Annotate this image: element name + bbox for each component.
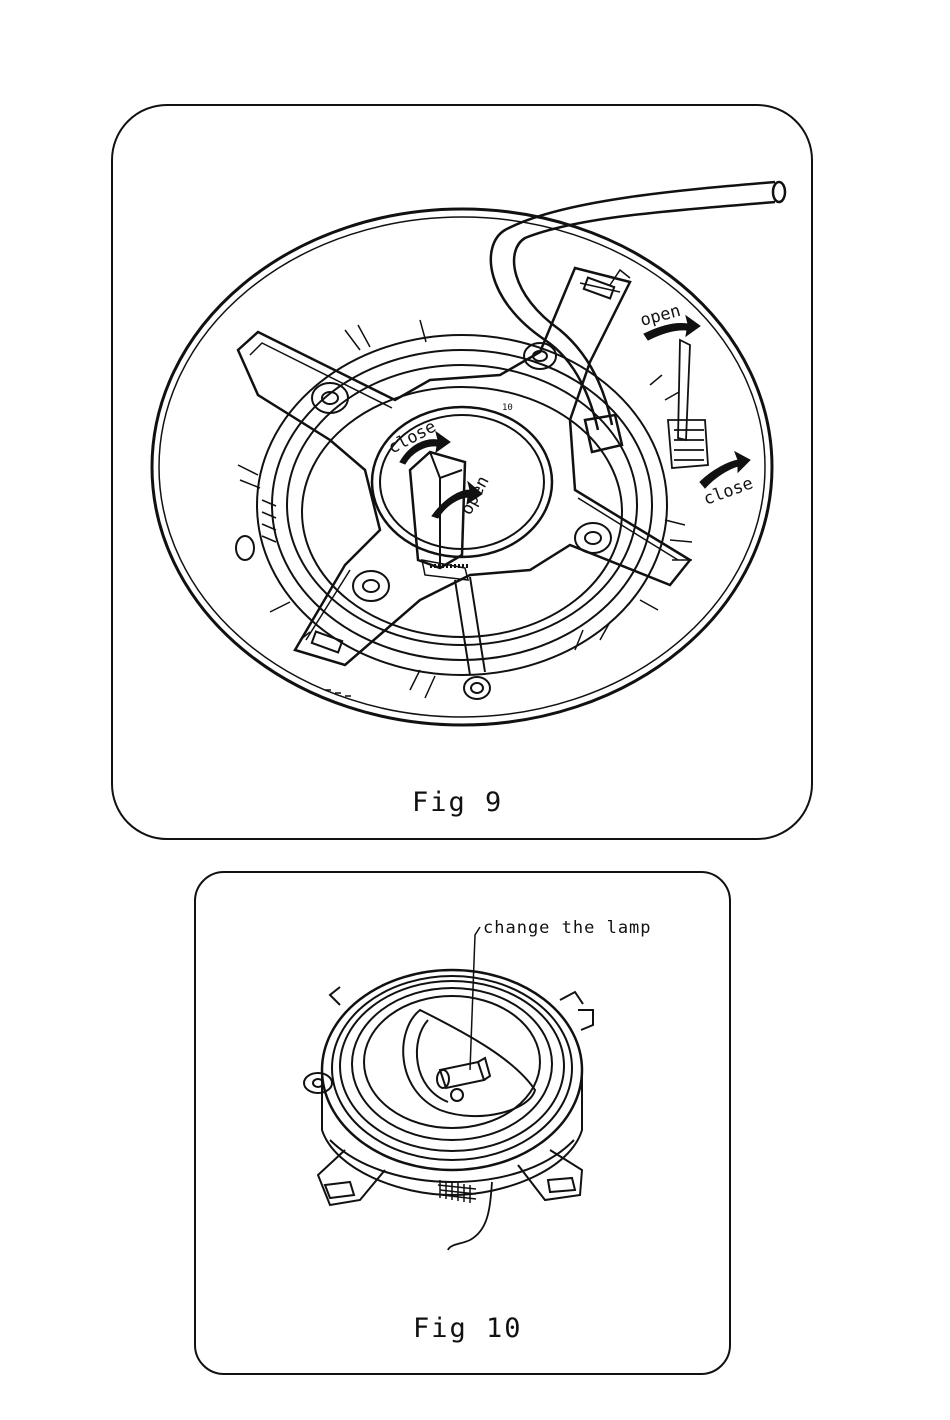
fig10-gear-teeth — [438, 1180, 476, 1203]
fig10-lamp-housing — [322, 970, 593, 1195]
fig10-caption: Fig 10 — [413, 1313, 523, 1344]
fig10-callout-label: change the lamp — [483, 918, 652, 938]
fig10-lamp-bulb — [437, 1058, 490, 1101]
